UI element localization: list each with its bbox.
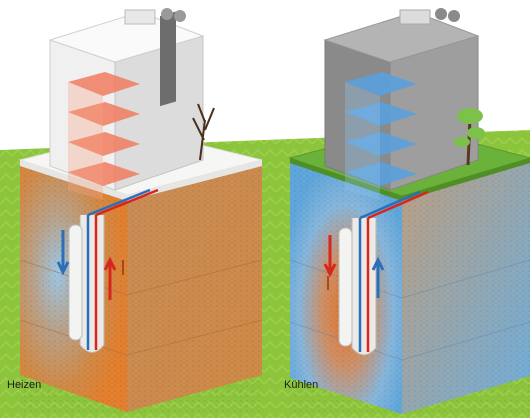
hvac-fan-icon xyxy=(174,10,186,22)
hvac-fan-icon xyxy=(161,8,173,20)
heating-building xyxy=(48,8,205,200)
heating-caption: Heizen xyxy=(7,379,42,391)
bare-tree-icon xyxy=(192,103,215,161)
heating-borehole xyxy=(68,188,159,353)
up-arrow-icon xyxy=(103,256,117,300)
cooling-caption: Kühlen xyxy=(284,379,319,391)
up-arrow-icon xyxy=(371,256,385,298)
roof-box xyxy=(124,9,156,25)
cooling-scene xyxy=(288,8,530,414)
cooling-building xyxy=(323,8,480,200)
cooling-borehole xyxy=(338,190,429,356)
down-arrow-icon xyxy=(56,230,70,276)
heating-soil-texture xyxy=(20,160,262,412)
hvac-fan-icon xyxy=(448,10,460,22)
leafy-tree-icon xyxy=(454,108,485,166)
down-arrow-icon xyxy=(323,235,337,278)
hvac-fan-icon xyxy=(435,8,447,20)
heating-scene xyxy=(18,8,263,412)
roof-box xyxy=(399,9,431,25)
